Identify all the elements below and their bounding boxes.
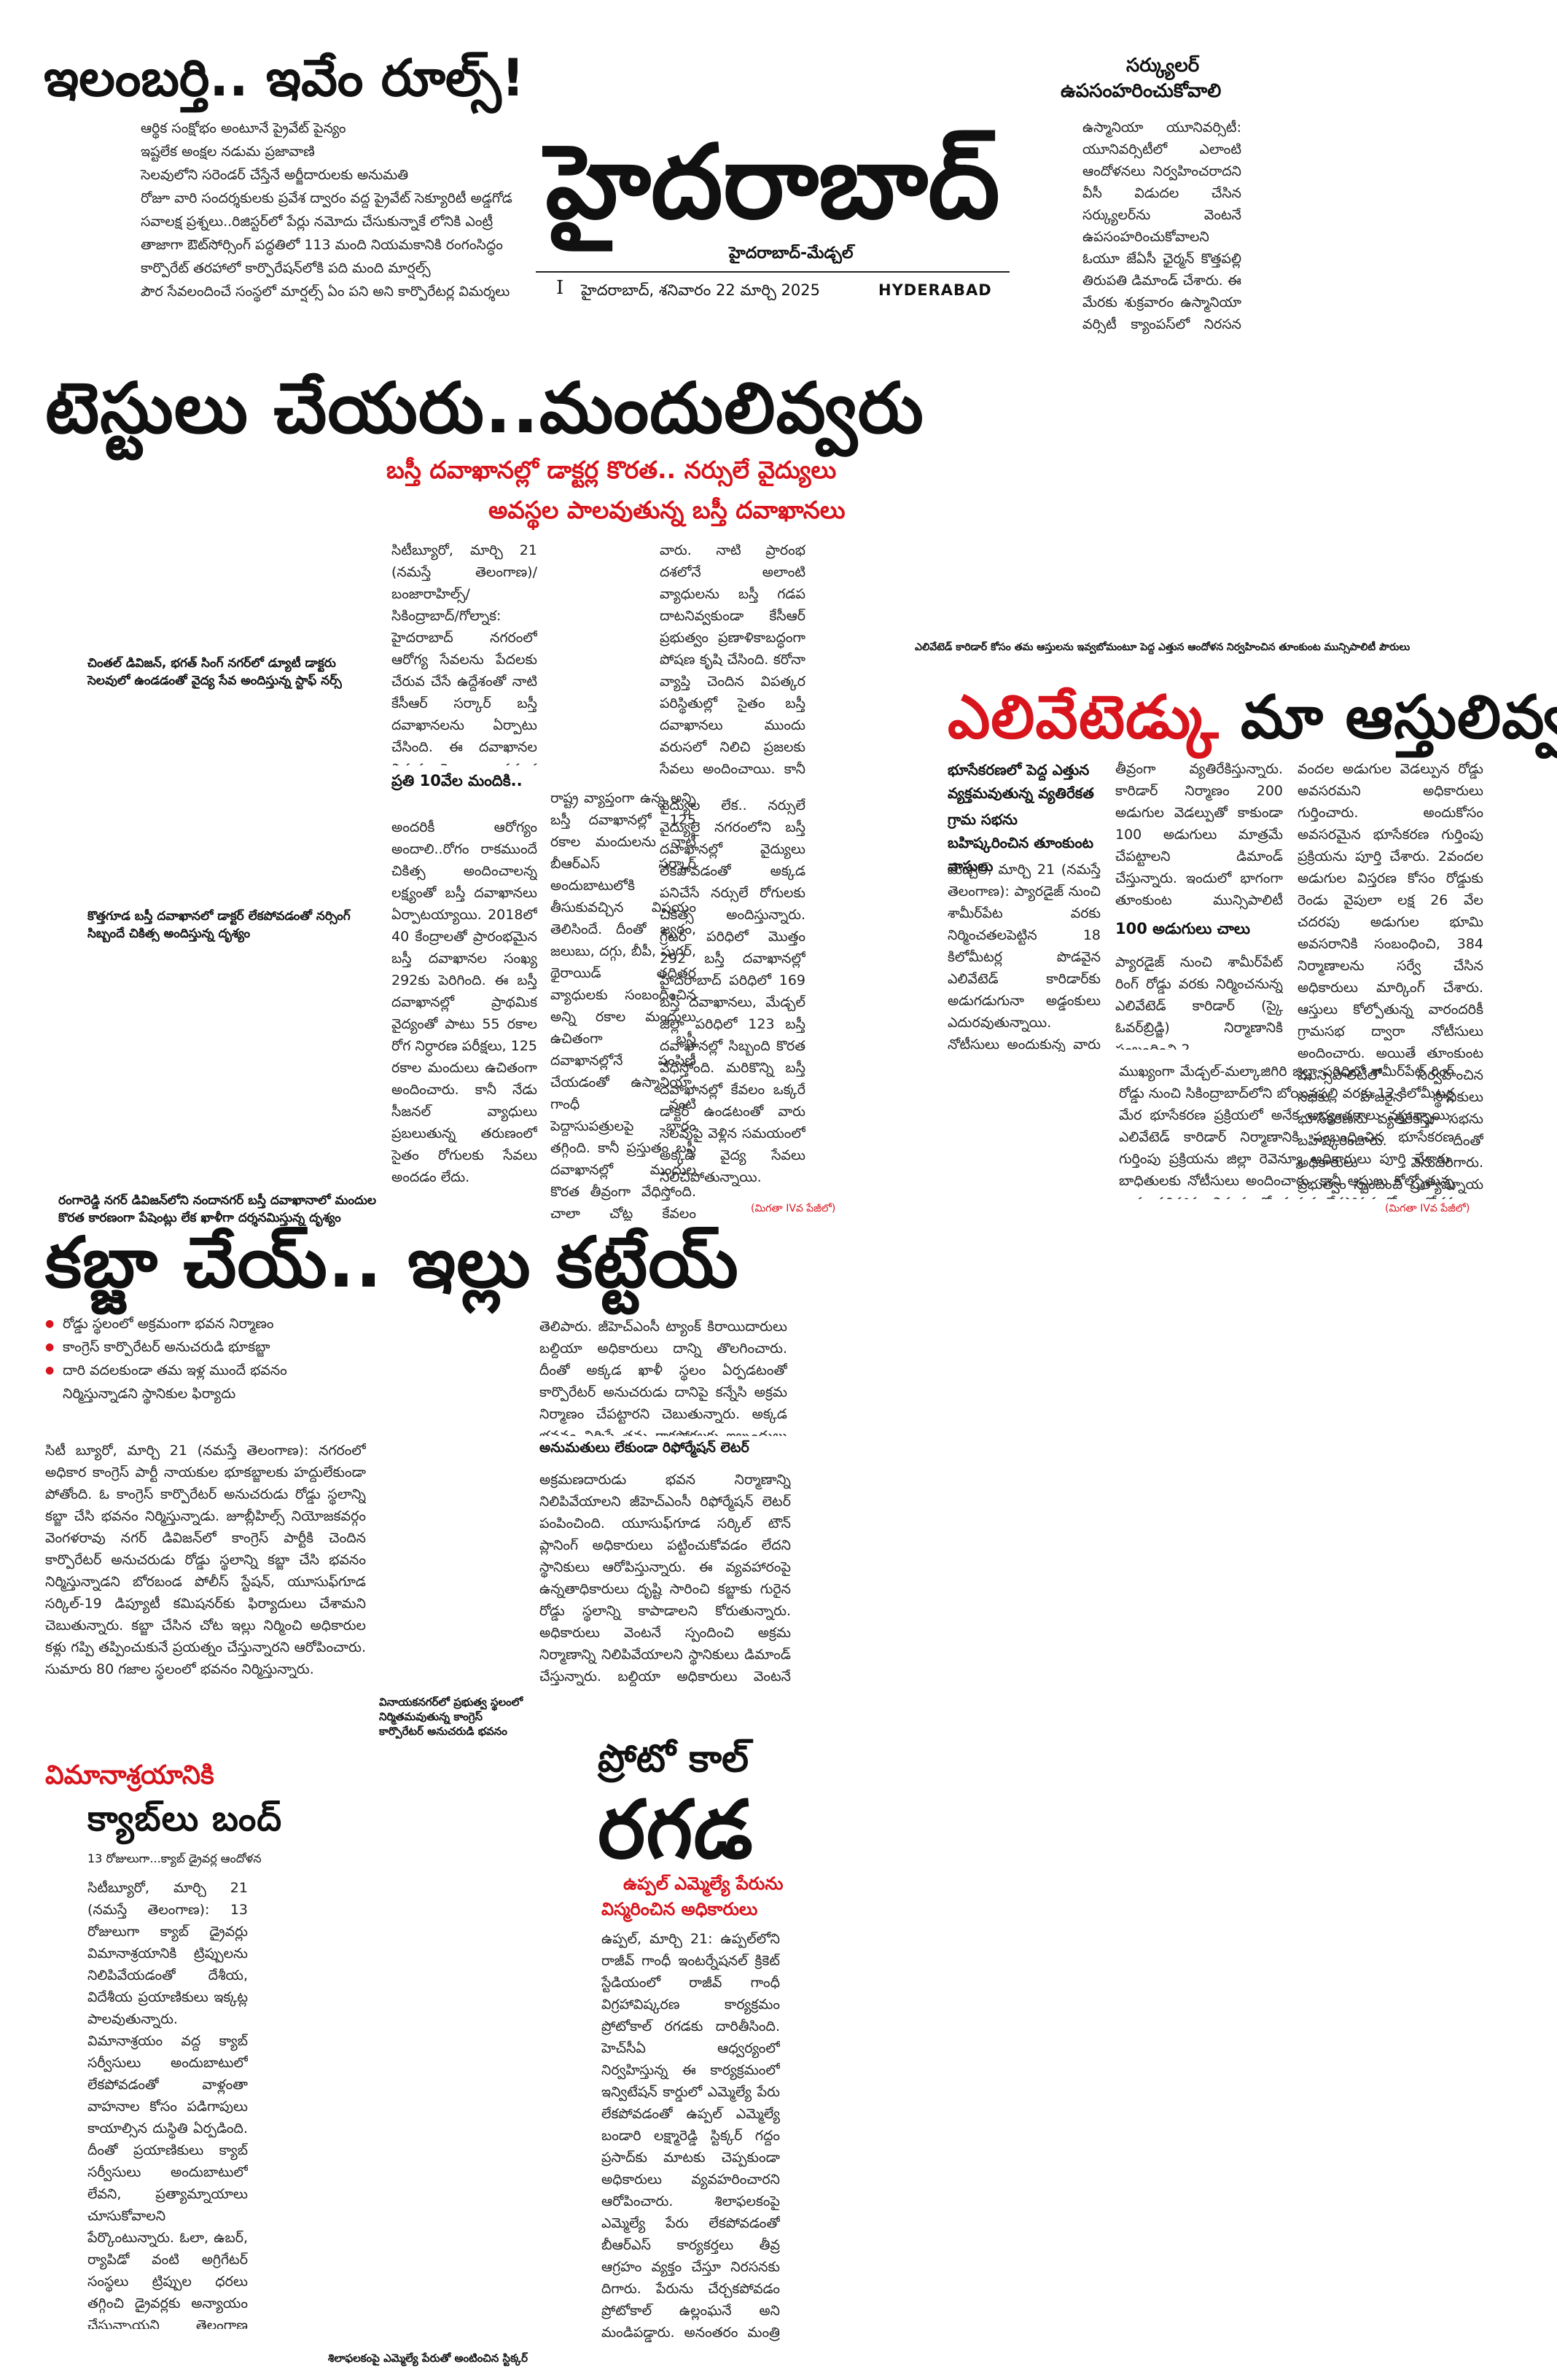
story4-kicker: విమానాశ్రయానికి	[45, 1760, 214, 1790]
story2-headline-black: కు మా ఆస్తులివ్వం	[1219, 683, 1557, 752]
top-right-kicker: సర్క్యులర్	[1126, 55, 1200, 77]
story2-headline: ఎలివేటెడ్కు మా ఆస్తులివ్వం	[948, 682, 1557, 754]
story2-col1: మేడ్చల్, మార్చి 21 (నమస్తే తెలంగాణ): ప్య…	[948, 862, 1101, 1052]
list-item: రోజూ వారి సందర్శకులకు ప్రవేశ ద్వారం వద్ద…	[141, 190, 512, 206]
story3-col1: సిటీ బ్యూరో, మార్చి 21 (నమస్తే తెలంగాణ):…	[45, 1443, 366, 1677]
list-item: రోడ్డు స్థలంలో అక్రమంగా భవన నిర్మాణం	[45, 1312, 359, 1335]
list-item: ఇష్టలేక అంక్షల నడుమ ప్రజావాణి	[141, 144, 315, 160]
story1-col1-a: సిటీబ్యూరో, మార్చి 21 (నమస్తే తెలంగాణ)/బ…	[391, 542, 537, 765]
top-left-headline: ఇలంబర్తి.. ఇవేం రూల్స్!	[44, 48, 525, 108]
masthead-rule	[536, 271, 1010, 273]
story1-photo-caption-1: చింతల్ డివిజన్, భగత్ సింగ్ నగర్‌లో డ్యూట…	[87, 656, 342, 688]
story1-col1-b: అందరికీ ఆరోగ్యం అందాలి..రోగం రాకముందే చి…	[391, 819, 537, 1185]
masthead-title: హైదరాబాద్	[545, 122, 1000, 242]
story5-photo-caption: శిలాఫలకంపై ఎమ్మెల్యే పేరుతో అంటించిన స్ట…	[328, 2352, 528, 2365]
story3-headline: కబ్జా చేయ్.. ఇల్లు కట్టేయ్	[45, 1222, 739, 1303]
story1-headline: టెస్టులు చేయరు..మందులివ్వరు	[45, 367, 924, 449]
story1-col1-sub: ప్రతి 10వేల మందికి..	[391, 772, 523, 789]
story5-sub1: ఉప్పల్ ఎమ్మెల్యే పేరును	[623, 1873, 784, 1894]
story2-col2-b: ప్యారడైజ్ నుంచి శామీర్‌పేట్ రింగ్ రోడ్డు…	[1115, 954, 1283, 1050]
story1-kicker2: అవస్థల పాలవుతున్న బస్తీ దవాఖానలు	[488, 496, 846, 524]
edition-mark: I	[556, 277, 564, 299]
story1-col3-b: వైద్యుల లేక.. నర్సులే వైద్యులై నగరంలోని …	[660, 797, 805, 1185]
story4-body: సిటీబ్యూరో, మార్చి 21 (నమస్తే తెలంగాణ): …	[87, 1880, 248, 2329]
story2-col3: వందల అడుగుల వెడల్పున రోడ్డు అవసరమని అధిక…	[1298, 761, 1483, 1199]
story1-continued: (మిగతా IVవ పేజీలో)	[751, 1203, 836, 1214]
top-right-body: ఉస్మానియా యూనివర్సిటీ: యూనివర్సిటీలో ఎలా…	[1082, 120, 1241, 332]
story4-subhead: 13 రోజులుగా...క్యాబ్ డ్రైవర్ల ఆందోళన	[87, 1852, 262, 1865]
story1-col2: రాష్ట్ర వ్యాప్తంగా ఉన్న అన్ని బస్తీ దవాఖ…	[550, 790, 696, 1221]
story1-photo-caption-3: రంగారెడ్డి నగర్ డివిజన్‌లోని నందానగర్ బస…	[58, 1193, 377, 1225]
list-item: కాంగ్రెస్ కార్పొరేటర్ అనుచరుడి భూకబ్జా	[45, 1335, 359, 1359]
list-item: దారి వదలకుండా తమ ఇళ్ల ముందే భవనం నిర్మిస…	[45, 1359, 359, 1405]
list-item: పౌర సేవలందించే సంస్థలో మార్షల్స్ ఏం పని …	[141, 284, 510, 300]
top-left-list: ఆర్థిక సంక్షోభం అంటూనే ప్రైవేట్ పైన్యం ఇ…	[141, 117, 520, 303]
masthead-english: HYDERABAD	[878, 281, 992, 299]
list-item: సెలవులోని సరెండర్ చేస్తేనే అర్జీదారులకు …	[141, 167, 409, 183]
story2-wide: ముఖ్యంగా మేడ్చల్-మల్కాజిగిరి జిల్లా పరిధ…	[1119, 1064, 1454, 1199]
story5-kicker: ప్రోటో కాల్	[598, 1737, 749, 1781]
story3-col2-a: తెలిపారు. జీహెచ్ఎంసీ ట్యాంక్ కిరాయిదారుల…	[539, 1319, 787, 1436]
top-right-headline: ఉపసంహరించుకోవాలి	[1061, 80, 1222, 102]
list-item: సవాలక్ష ప్రశ్నలు..రిజిస్టర్‌లో పేర్లు నమ…	[141, 214, 493, 230]
story3-col2-b: అక్రమణదారుడు భవన నిర్మాణాన్ని నిలిపివేయా…	[539, 1472, 791, 1691]
story3-bullets: రోడ్డు స్థలంలో అక్రమంగా భవన నిర్మాణం కాం…	[45, 1312, 359, 1405]
list-item: కార్పొరేట్ తరహాలో కార్పొరేషన్‌లోకి పది మ…	[141, 260, 431, 276]
story5-sub2: విస్మరించిన అధికారులు	[601, 1899, 758, 1919]
list-item: తాజాగా ఔట్‌సోర్సింగ్ పద్ధతిలో 113 మంది న…	[141, 237, 503, 253]
masthead-dateline: హైదరాబాద్, శనివారం 22 మార్చి 2025	[581, 281, 820, 299]
story2-headline-red: ఎలివేటెడ్	[948, 683, 1220, 752]
story2-col2-sub: 100 అడుగులు చాలు	[1115, 920, 1251, 937]
story4-headline: క్యాబ్‌లు బంద్	[87, 1798, 283, 1839]
story2-continued: (మిగతా IVవ పేజీలో)	[1385, 1203, 1470, 1214]
masthead-sub: హైదరాబాద్-మేడ్చల్	[729, 244, 854, 262]
story5-body: ఉప్పల్, మార్చి 21: ఉప్పల్‌లోని రాజీవ్ గా…	[601, 1931, 780, 2341]
story3-photo-caption: వినాయకనగర్‌లో ప్రభుత్వ స్థలంలో నిర్మితమవ…	[379, 1696, 523, 1738]
story2-photo-caption: ఎలివేటెడ్ కారిడార్ కోసం తమ ఆస్తులను ఇవ్వ…	[915, 641, 1410, 653]
story3-col2-sub: అనుమతులు లేకుండా రిఫోర్మేషన్ లెటర్	[539, 1440, 749, 1456]
story2-col2-a: తీవ్రంగా వ్యతిరేకిస్తున్నారు. కారిడార్ న…	[1115, 761, 1283, 915]
story1-photo-caption-2: కొత్తగూడ బస్తీ దవాఖానలో డాక్టర్ లేకపోవడం…	[87, 909, 351, 941]
story2-kicker2: గ్రామ సభను బహిష్కరించిన తూంకుంట వాసులు	[948, 811, 1094, 875]
list-item: ఆర్థిక సంక్షోభం అంటూనే ప్రైవేట్ పైన్యం	[141, 120, 346, 136]
story2-kicker1: భూసేకరణలో పెద్ద ఎత్తున వ్యక్తమవుతున్న వ్…	[948, 761, 1094, 802]
story1-kicker1: బస్తీ దవాఖానల్లో డాక్టర్ల కొరత.. నర్సులే…	[386, 456, 837, 484]
story5-headline: రగడ	[598, 1783, 754, 1876]
story1-col3-a: వారు. నాటి ప్రారంభ దశలోనే అలాంటి వ్యాధుల…	[660, 542, 805, 777]
